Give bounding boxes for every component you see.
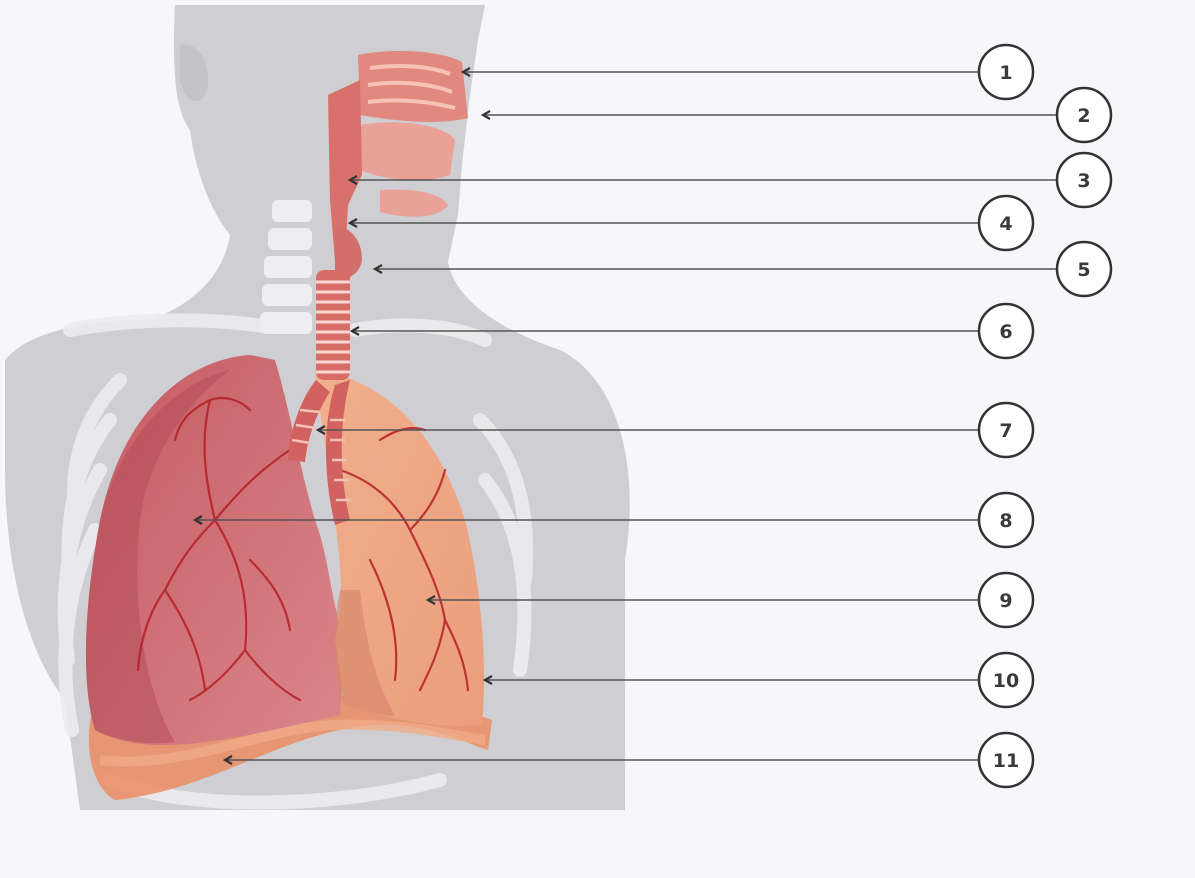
callout-number-11: 11 — [993, 750, 1019, 772]
callout-number-3: 3 — [1077, 170, 1090, 192]
callout-number-1: 1 — [999, 62, 1012, 84]
callout-number-9: 9 — [999, 590, 1012, 612]
callout-1: 1 — [463, 45, 1033, 99]
callout-number-2: 2 — [1077, 105, 1090, 127]
callout-number-10: 10 — [993, 670, 1019, 692]
callout-number-6: 6 — [999, 321, 1012, 343]
callout-number-4: 4 — [999, 213, 1012, 235]
callout-number-5: 5 — [1077, 259, 1090, 281]
callout-number-7: 7 — [999, 420, 1012, 442]
callout-number-8: 8 — [999, 510, 1012, 532]
